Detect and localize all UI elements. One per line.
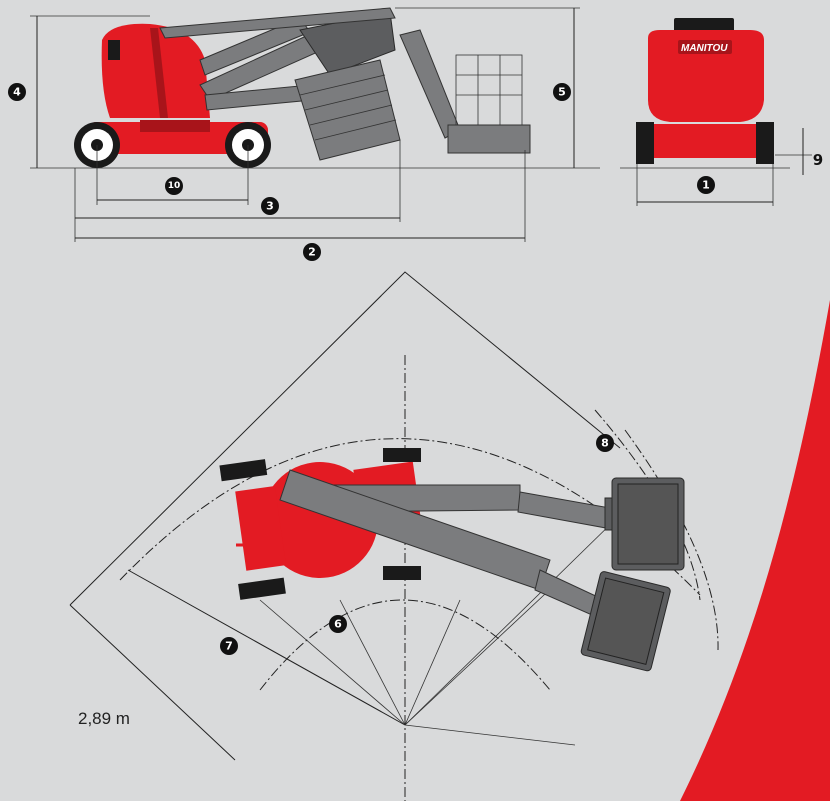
svg-text:5: 5 (558, 86, 566, 99)
measurement-label: 2,89 m (78, 709, 130, 728)
svg-text:10: 10 (168, 181, 181, 191)
label-stowed-height-platform: 5 (553, 83, 571, 101)
label-wheelbase: 10 (165, 177, 183, 195)
svg-text:4: 4 (13, 86, 21, 99)
top-view (69, 271, 719, 801)
side-view (30, 7, 600, 242)
brand-swoosh (680, 300, 830, 801)
label-outer-turning-radius: 7 (220, 637, 238, 655)
label-inner-turning-radius: 6 (329, 615, 347, 633)
label-transport-length: 3 (261, 197, 279, 215)
svg-text:3: 3 (266, 200, 274, 213)
label-stowed-height: 4 (8, 83, 26, 101)
svg-text:7: 7 (225, 640, 233, 653)
label-overall-length: 2 (303, 243, 321, 261)
svg-text:8: 8 (601, 437, 609, 450)
svg-text:1: 1 (702, 179, 710, 192)
front-view: MANITOU (620, 18, 812, 206)
label-tail-swing: 8 (596, 434, 614, 452)
brand-logo-text: MANITOU (681, 43, 728, 54)
svg-text:2: 2 (308, 246, 316, 259)
svg-text:6: 6 (334, 618, 342, 631)
label-width: 1 (697, 176, 715, 194)
label-ground-clearance: 9 (813, 151, 823, 169)
